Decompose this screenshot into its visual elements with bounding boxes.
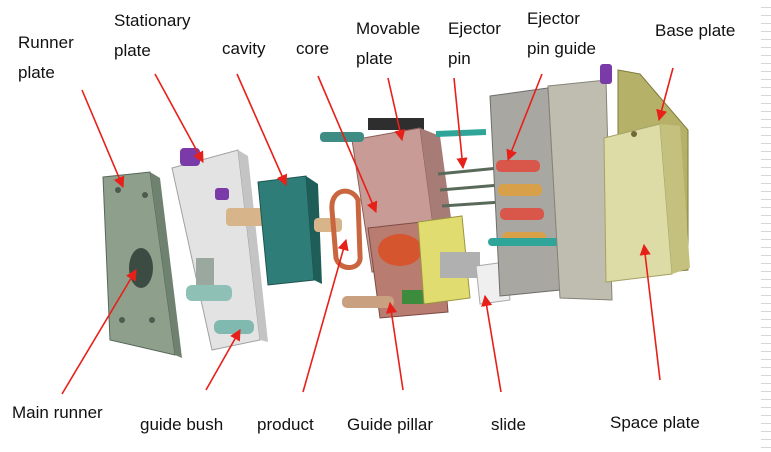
arrow-guide-pillar bbox=[385, 301, 404, 391]
label-slide: slide bbox=[491, 415, 526, 434]
label-product: product bbox=[257, 415, 314, 434]
arrow-runner-plate bbox=[81, 89, 125, 189]
label-runner-plate: Runner plate bbox=[18, 28, 74, 88]
label-main-runner: Main runner bbox=[12, 403, 103, 422]
annotation-arrows bbox=[61, 67, 674, 395]
page-edge-ruler bbox=[761, 0, 771, 452]
runner-plate-shape bbox=[102, 171, 182, 358]
space-plate-shape bbox=[603, 123, 690, 283]
label-ejector-pin-guide-line1: Ejector bbox=[527, 9, 580, 28]
arrow-base-plate bbox=[656, 67, 674, 122]
arrow-ejector-pin bbox=[453, 77, 468, 170]
arrow-space-plate bbox=[639, 243, 661, 381]
arrow-guide-bush bbox=[205, 329, 241, 391]
arrow-core bbox=[317, 75, 378, 214]
label-base-plate: Base plate bbox=[655, 21, 736, 40]
label-stationary-plate-line1: Stationary bbox=[114, 11, 191, 30]
label-core: core bbox=[296, 39, 330, 58]
label-stationary-plate-line2: plate bbox=[114, 41, 151, 60]
label-guide-bush: guide bush bbox=[140, 415, 224, 434]
arrow-product bbox=[302, 238, 349, 393]
product-shape bbox=[329, 188, 363, 270]
label-space-plate: Space plate bbox=[610, 413, 700, 432]
label-guide-pillar: Guide pillar bbox=[347, 415, 433, 434]
stationary-plate-shape bbox=[171, 148, 268, 351]
arrow-cavity bbox=[236, 73, 288, 187]
label-runner-plate-line2: plate bbox=[18, 63, 55, 82]
label-ejector-pin-guide: Ejector pin guide bbox=[527, 4, 596, 64]
label-movable-plate-line2: plate bbox=[356, 49, 393, 68]
label-cavity: cavity bbox=[222, 39, 266, 58]
label-runner-plate-line1: Runner bbox=[18, 33, 74, 52]
label-ejector-pin: Ejector pin bbox=[448, 14, 501, 74]
arrow-stationary-plate bbox=[154, 73, 204, 163]
arrow-main-runner bbox=[61, 269, 137, 395]
arrow-slide bbox=[481, 294, 502, 393]
label-movable-plate-line1: Movable bbox=[356, 19, 421, 38]
ejector-box-shape bbox=[488, 64, 613, 301]
arrow-movable-plate bbox=[387, 77, 406, 142]
label-movable-plate: Movable plate bbox=[356, 14, 420, 74]
label-ejector-pin-line1: Ejector bbox=[448, 19, 501, 38]
label-stationary-plate: Stationary plate bbox=[114, 6, 191, 66]
label-ejector-pin-line2: pin bbox=[448, 49, 471, 68]
arrow-ejector-pin-guide bbox=[506, 73, 543, 162]
label-ejector-pin-guide-line2: pin guide bbox=[527, 39, 597, 58]
